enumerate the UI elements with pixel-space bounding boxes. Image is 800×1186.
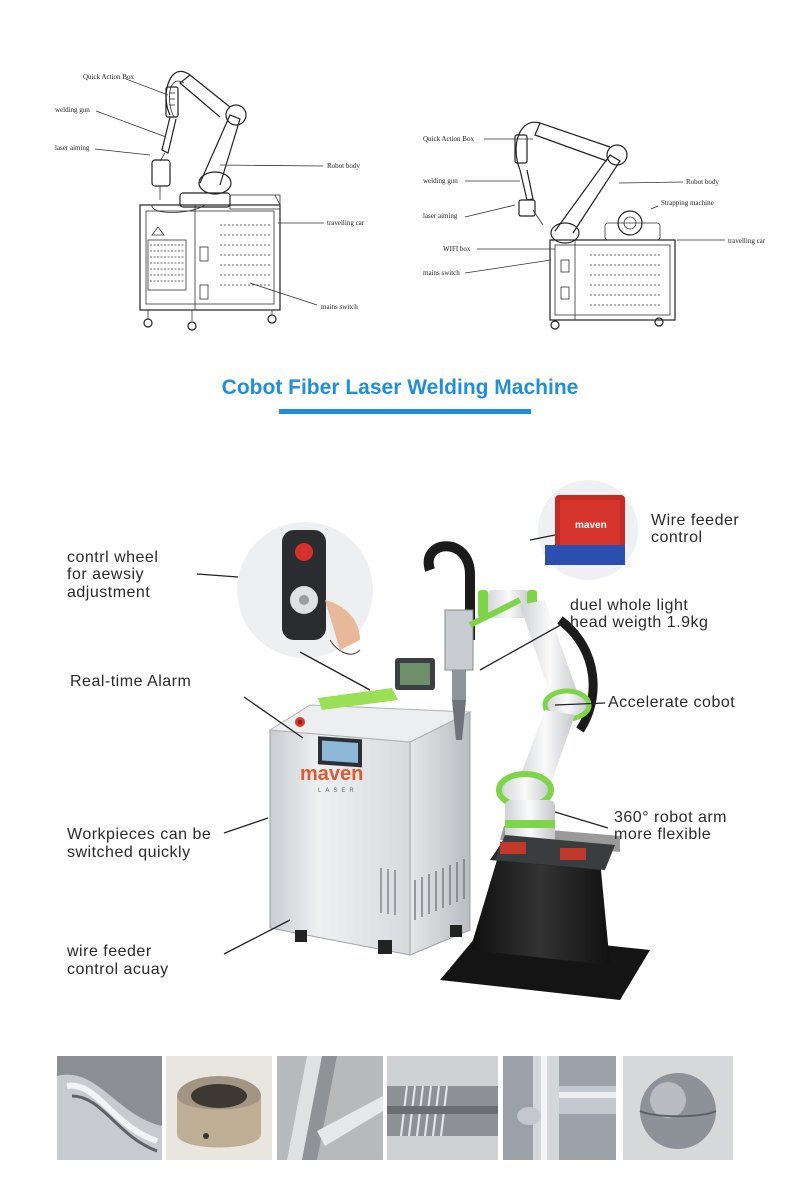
pendant-inset <box>237 522 373 658</box>
callout-robot-arm-line2: more flexible <box>614 826 711 843</box>
callout-accelerate-cobot: Accelerate cobot <box>608 694 735 711</box>
control-panel <box>318 658 435 710</box>
label-quick-action-box: Quick Action Box <box>423 135 474 143</box>
robot-body-drawing <box>514 121 643 244</box>
sample-steel-frame <box>277 1056 383 1160</box>
fixture-table <box>495 835 615 870</box>
callout-robot-arm-line1: 360° robot arm <box>614 809 727 826</box>
callout-wire-feeder-accuracy-line2: control acuay <box>67 961 169 978</box>
sample-threaded-pipe <box>387 1056 498 1160</box>
label-robot-body: Robot body <box>686 178 719 186</box>
sample-pipe-tee <box>503 1056 616 1160</box>
sample-brass-ring <box>166 1056 272 1160</box>
callout-head-weight-line1: duel whole light <box>570 597 688 614</box>
callout-control-wheel-line1: contrl wheel <box>67 549 158 566</box>
product-illustration: maven LASER <box>66 480 739 1000</box>
diagram-left: Quick Action Box welding gun laser aimin… <box>55 70 365 331</box>
callout-control-wheel-line2: for aewsiy <box>67 566 144 583</box>
travelling-car-drawing <box>549 222 676 330</box>
callout-control-wheel-line3: adjustment <box>67 584 150 601</box>
svg-text:maven: maven <box>575 520 607 531</box>
label-mains-switch: mains switch <box>423 269 460 277</box>
brand-sub: LASER <box>318 788 358 794</box>
brand-logo: maven <box>300 763 363 785</box>
label-quick-action-box: Quick Action Box <box>83 73 134 81</box>
label-wifi-box: WIFI box <box>443 245 471 253</box>
title-underline <box>279 409 531 414</box>
page-title: Cobot Fiber Laser Welding Machine <box>221 376 579 399</box>
label-travelling-car: travelling car <box>728 237 766 245</box>
wire-feeder-inset: maven <box>538 480 638 580</box>
label-travelling-car: travelling car <box>327 219 365 227</box>
sample-steel-sphere <box>623 1056 733 1160</box>
sample-stainless-curve <box>57 1056 162 1160</box>
callout-real-time-alarm: Real-time Alarm <box>70 673 191 690</box>
label-laser-aiming: laser aiming <box>423 212 458 220</box>
label-welding-gun: welding gun <box>55 106 90 114</box>
label-robot-body: Robot body <box>327 162 360 170</box>
label-strapping-machine: Strapping machine <box>661 199 714 207</box>
label-laser-aiming: laser aiming <box>55 144 90 152</box>
callout-head-weight-line2: head weigth 1.9kg <box>570 614 708 631</box>
callout-workpieces-line2: switched quickly <box>67 844 191 861</box>
callout-wire-feeder-accuracy-line1: wire feeder <box>66 943 152 960</box>
callout-wire-feeder-control-line1: Wire feeder <box>651 512 739 529</box>
travelling-car-drawing <box>139 194 281 331</box>
callout-wire-feeder-control-line2: control <box>651 529 703 546</box>
robot-body-drawing <box>151 70 247 213</box>
callout-workpieces-line1: Workpieces can be <box>67 826 211 843</box>
cabinet: maven LASER <box>268 704 472 956</box>
diagram-right: Quick Action Box Robot body welding gun … <box>423 121 766 330</box>
label-mains-switch: mains switch <box>321 303 358 311</box>
label-welding-gun: welding gun <box>423 177 458 185</box>
